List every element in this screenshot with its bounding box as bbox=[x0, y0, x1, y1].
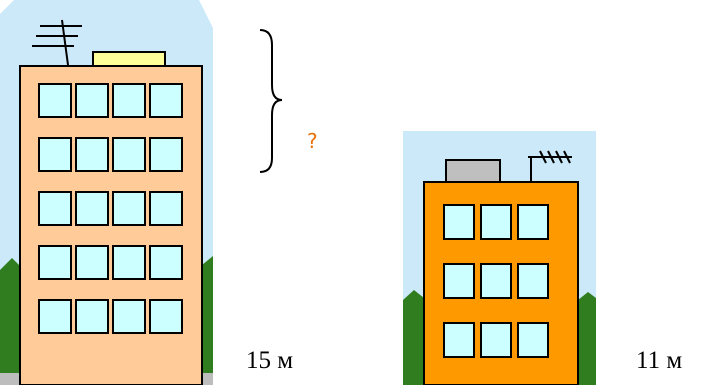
short-building-window bbox=[517, 263, 549, 299]
tall-building-window bbox=[75, 245, 109, 280]
tall-building-window bbox=[75, 299, 109, 334]
tall-building-window bbox=[112, 299, 146, 334]
short-building-window bbox=[443, 322, 475, 358]
tall-building-window bbox=[149, 299, 183, 334]
tall-building-antenna bbox=[32, 19, 82, 66]
tall-building-window bbox=[38, 299, 72, 334]
short-building-window bbox=[480, 322, 512, 358]
tall-building-height-label: 15 м bbox=[246, 347, 294, 374]
tall-building-windows bbox=[38, 83, 183, 334]
tall-building-window bbox=[149, 83, 183, 118]
short-building-antenna bbox=[528, 150, 572, 182]
tall-building-window bbox=[112, 191, 146, 226]
tall-building-window bbox=[38, 191, 72, 226]
tall-building-window bbox=[149, 137, 183, 172]
tall-building-sky-corner-cut bbox=[0, 0, 14, 14]
tall-building-grass bbox=[0, 258, 20, 385]
tall-building-roof-panel bbox=[92, 51, 166, 67]
tall-building-sky-corner-cut-right bbox=[199, 0, 213, 28]
short-building-height-label: 11 м bbox=[636, 347, 683, 374]
tall-building-window bbox=[112, 83, 146, 118]
short-building-roof-panel bbox=[445, 159, 501, 183]
short-building-windows bbox=[443, 204, 549, 358]
tall-building-window bbox=[38, 83, 72, 118]
tall-building-window bbox=[75, 191, 109, 226]
tall-building-grass-right bbox=[202, 256, 213, 385]
tall-building-window bbox=[38, 137, 72, 172]
tall-building-panel bbox=[0, 0, 213, 385]
short-building-grass bbox=[403, 290, 424, 385]
short-building-grass-right bbox=[578, 292, 596, 385]
short-building-window bbox=[480, 204, 512, 240]
tall-building-window bbox=[149, 191, 183, 226]
short-building-window bbox=[443, 204, 475, 240]
tall-building-window bbox=[38, 245, 72, 280]
short-building-window bbox=[443, 263, 475, 299]
tall-building-window bbox=[75, 83, 109, 118]
short-building-window bbox=[517, 204, 549, 240]
short-building-panel bbox=[403, 131, 596, 385]
height-difference-brace bbox=[259, 29, 283, 173]
tall-building-window bbox=[149, 245, 183, 280]
tall-building-window bbox=[112, 137, 146, 172]
tall-building-window bbox=[112, 245, 146, 280]
unknown-difference-label: ? bbox=[307, 129, 318, 153]
short-building-window bbox=[480, 263, 512, 299]
tall-building-window bbox=[75, 137, 109, 172]
short-building-window bbox=[517, 322, 549, 358]
